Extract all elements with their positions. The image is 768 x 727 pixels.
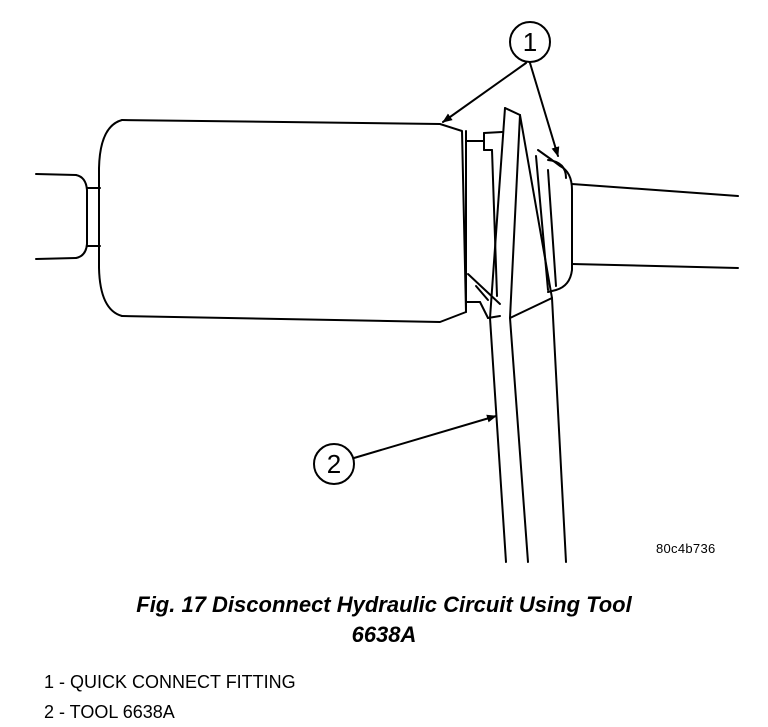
callout-2-label: 2 (327, 449, 341, 479)
fitting-collar (465, 131, 503, 319)
caption-line-2: 6638A (351, 622, 417, 647)
caption-line-1: Fig. 17 Disconnect Hydraulic Circuit Usi… (136, 592, 632, 617)
figure-reference-code: 80c4b736 (656, 541, 716, 556)
left-tube (35, 173, 101, 260)
fitting-body (98, 119, 467, 323)
figure-caption: Fig. 17 Disconnect Hydraulic Circuit Usi… (0, 590, 768, 650)
legend: 1 - QUICK CONNECT FITTING 2 - TOOL 6638A (44, 667, 296, 727)
legend-item-quick-connect-fitting: 1 - QUICK CONNECT FITTING (44, 672, 296, 692)
tool-6638a (489, 107, 567, 563)
callout-2-leader (353, 414, 497, 459)
callout-1-label: 1 (523, 27, 537, 57)
legend-item-tool: 2 - TOOL 6638A (44, 702, 175, 722)
right-tube (571, 183, 739, 269)
quick-connect-ring (535, 149, 573, 293)
callout-2-circle (313, 443, 355, 485)
callout-1-leaders (442, 62, 560, 157)
hydraulic-fitting-illustration: 1 2 (35, 21, 739, 563)
callout-1-circle (509, 21, 551, 63)
